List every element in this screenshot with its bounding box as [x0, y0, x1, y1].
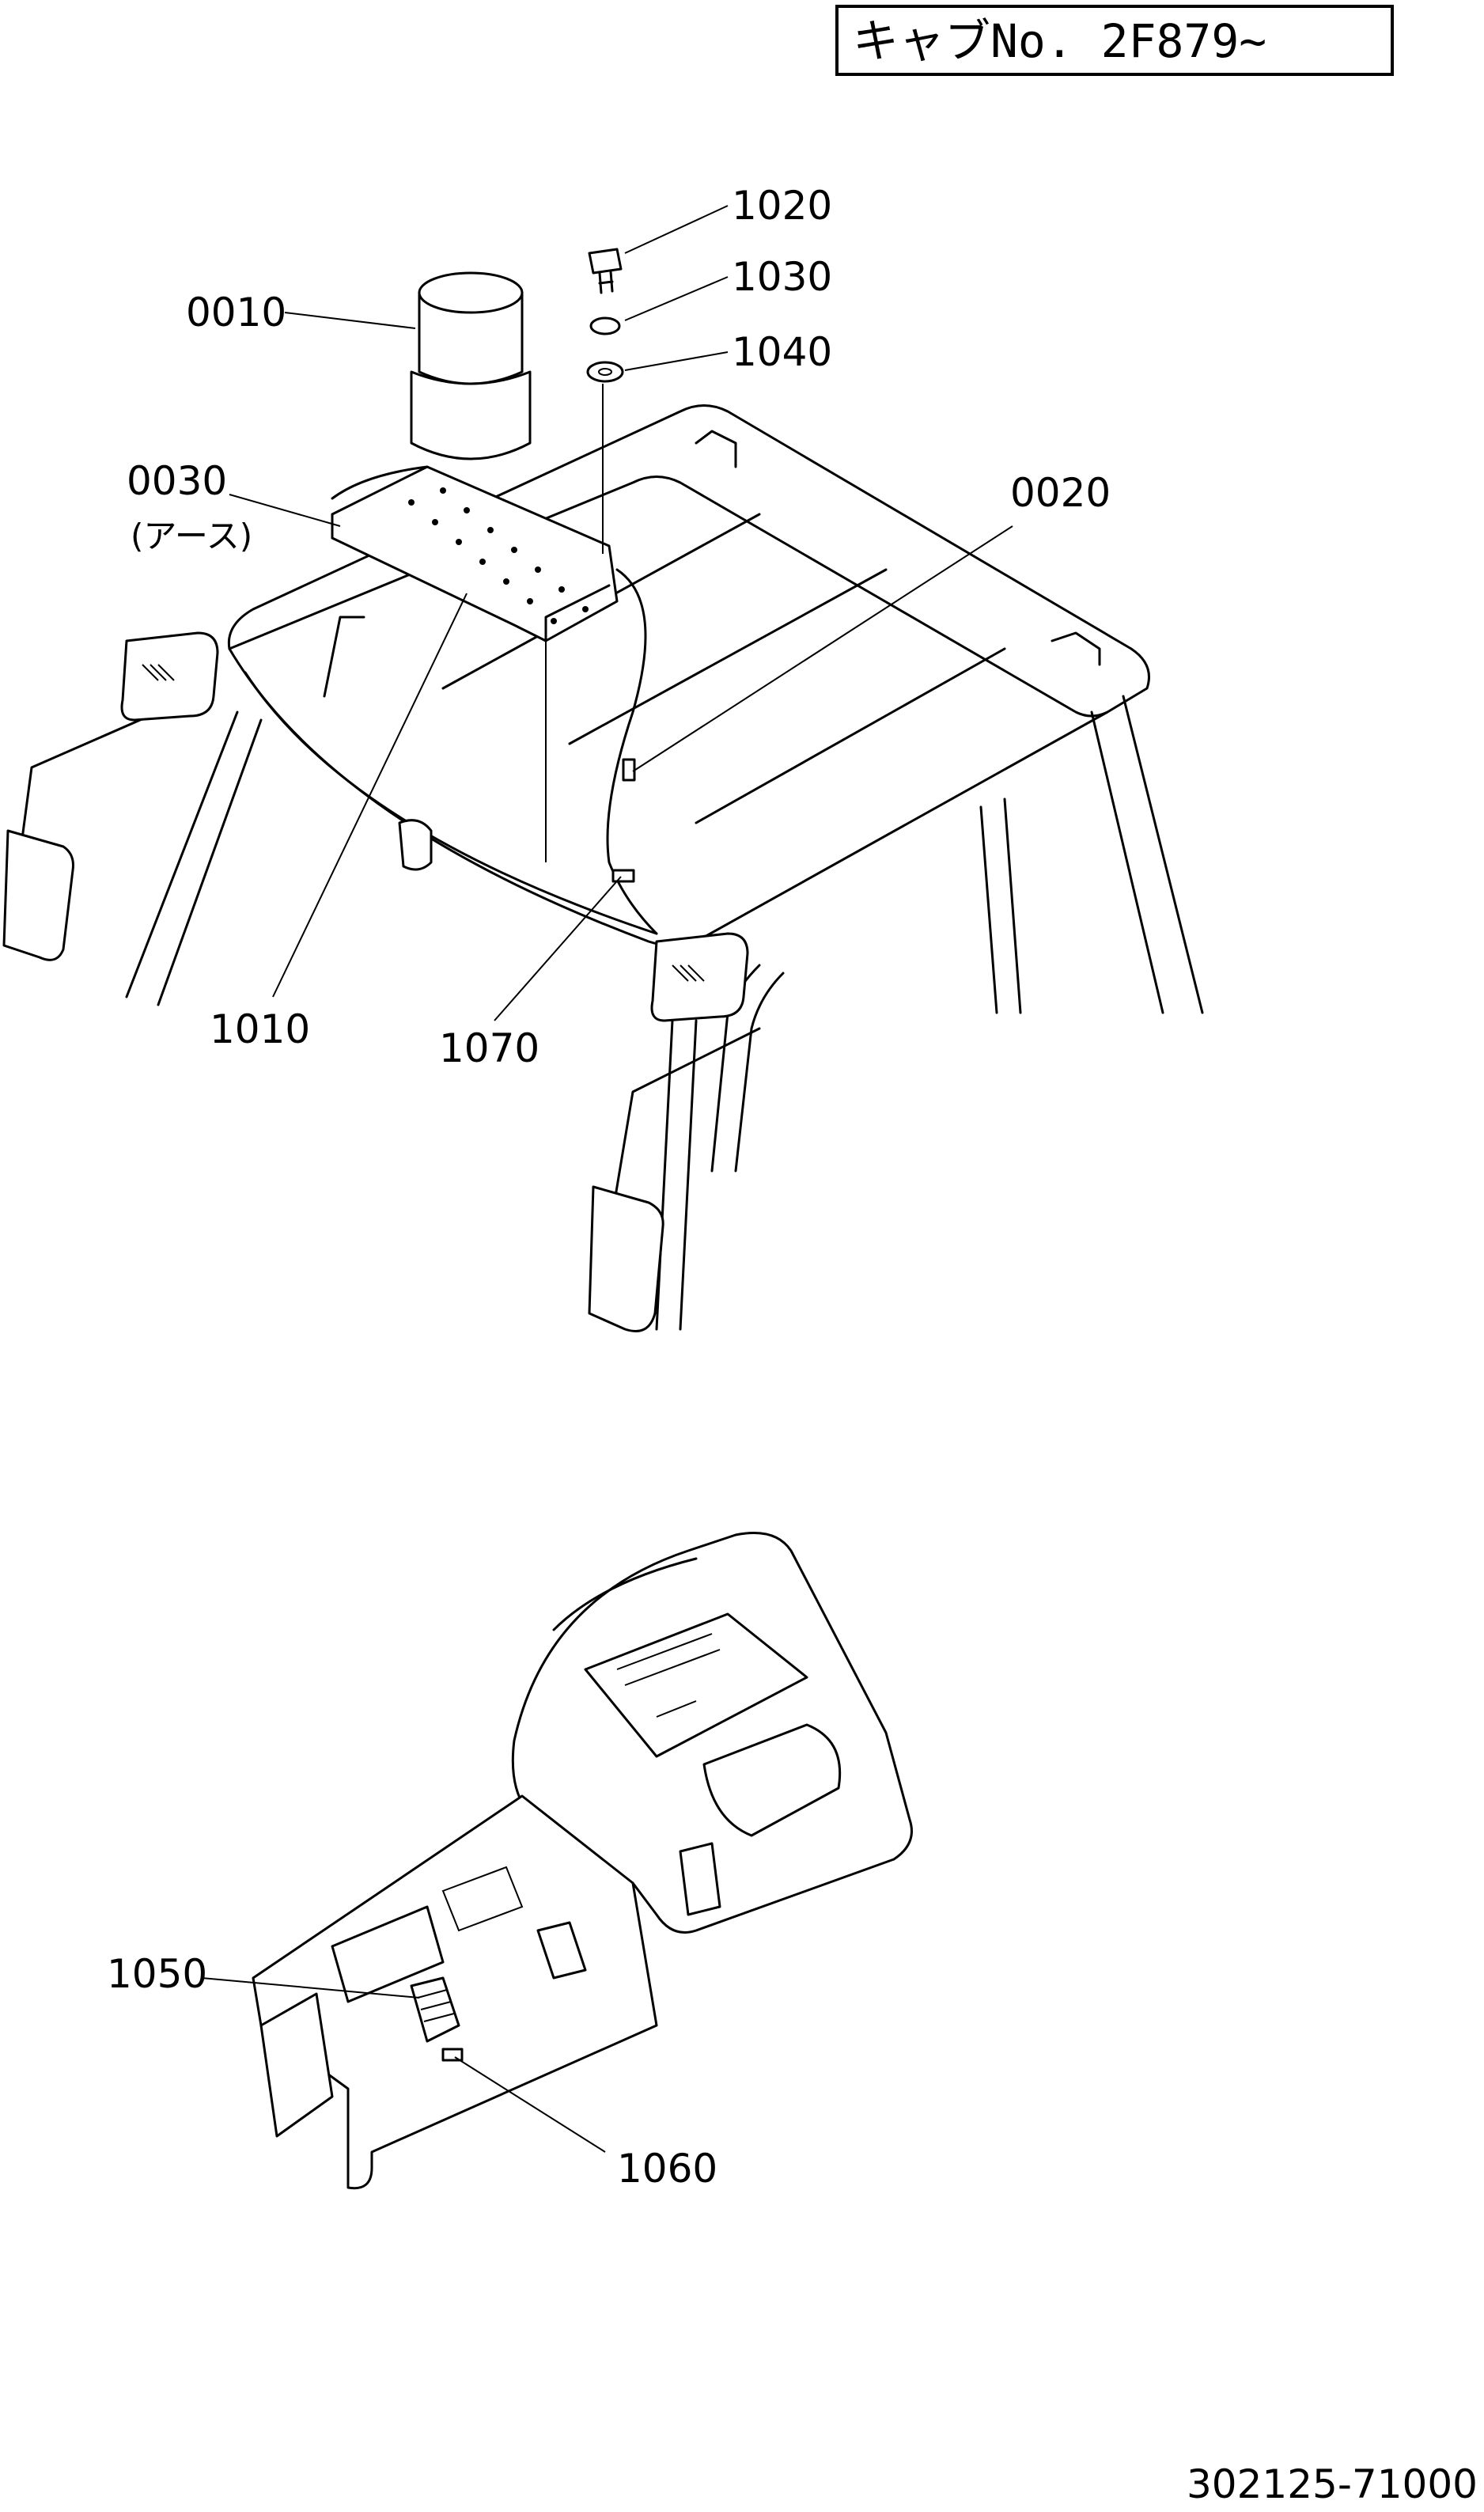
fastener-stack — [545, 248, 624, 862]
drawing-number: 302125-71000 — [1187, 2461, 1478, 2507]
cab-pillar-r-outer — [1122, 695, 1204, 1014]
callout-1060: 1060 — [617, 2146, 717, 2192]
wiper-motor — [398, 819, 433, 871]
beacon-top — [418, 271, 524, 314]
bolt-head — [588, 248, 623, 275]
console-lever-2 — [536, 1921, 587, 1980]
callout-0030-sub: (アース) — [131, 517, 252, 555]
serial-header-text: キャブNo. 2F879~ — [853, 14, 1266, 68]
leader-1070 — [494, 876, 622, 1021]
bracket-flange — [331, 513, 611, 642]
leader-1020 — [624, 205, 729, 254]
side-console-plate — [252, 1794, 658, 2190]
bolt-shank — [598, 270, 614, 294]
callout-0020: 0020 — [1010, 470, 1111, 516]
flat-washer — [586, 361, 624, 383]
dash-switch — [679, 1842, 721, 1916]
leader-1010 — [272, 593, 468, 998]
wiring-harness — [331, 465, 658, 935]
harness-clip — [622, 758, 636, 782]
cab-pillar-fl-inner — [157, 718, 263, 1006]
console-lever-1050 — [410, 1976, 460, 2043]
work-lamp-left-lens — [142, 664, 175, 681]
roof-rib-2 — [568, 568, 888, 745]
lock-washer — [589, 316, 621, 335]
console-keypad — [441, 1866, 524, 1932]
mirror-left-glass — [2, 829, 74, 961]
callout-0010: 0010 — [186, 290, 286, 335]
console-switch-1060 — [441, 2048, 464, 2062]
roof-tab-top — [695, 430, 737, 468]
callout-1040: 1040 — [732, 329, 832, 375]
bracket-plate — [331, 465, 619, 642]
leader-1060 — [454, 2056, 606, 2153]
serial-header: キャブNo. 2F879~ — [835, 5, 1394, 76]
console-display — [331, 1905, 445, 2003]
cab-roof-rim — [244, 671, 658, 935]
roof-tab-left — [323, 616, 365, 698]
flat-washer-hole — [598, 368, 612, 376]
callout-0030: 0030 — [127, 458, 227, 504]
dash-cowl-hood — [552, 1557, 698, 1631]
callout-1010: 1010 — [210, 1006, 310, 1052]
cab-roof-front-edge — [228, 647, 698, 947]
cab-roof-right-edge — [695, 710, 1109, 943]
serial-header-box — [835, 5, 1394, 76]
roof-tab-right — [1051, 631, 1101, 666]
dashboard-assembly — [252, 1532, 913, 2190]
beacon-dome — [418, 291, 524, 385]
leader-1050 — [201, 1977, 420, 1999]
instrument-panel — [584, 1612, 808, 1758]
instrument-gauges — [616, 1633, 721, 1718]
mounting-bracket — [331, 465, 619, 642]
cup-holder — [702, 1723, 842, 1837]
cab-pillar-front-r2 — [734, 972, 785, 1173]
mirror-right-glass — [588, 1185, 664, 1332]
beacon-lamp — [410, 271, 532, 460]
cab-pillar-fl-outer — [125, 710, 239, 998]
leader-0010 — [284, 312, 416, 329]
cab-pillar-r-inner — [1090, 710, 1164, 1014]
callout-1020: 1020 — [732, 183, 832, 229]
bracket-holes — [408, 487, 589, 624]
leader-lines — [201, 205, 1013, 2153]
cab-roof-panel — [227, 404, 1150, 718]
callout-1030: 1030 — [732, 254, 832, 300]
leader-0030 — [229, 494, 341, 527]
console-plate-tab — [259, 1992, 334, 2138]
leader-1030 — [624, 276, 729, 321]
callout-1050: 1050 — [107, 1951, 207, 1997]
leader-0020 — [632, 525, 1013, 772]
console-lever-grip — [417, 1989, 455, 2022]
callout-labels: 0010 0030 (アース) 1020 1030 1040 0020 1010… — [107, 183, 1111, 2192]
roof-rib-3 — [695, 647, 1006, 824]
cab-pillar-front-l2 — [679, 1019, 698, 1331]
cab-pillar-r-mid1 — [979, 805, 998, 1014]
leader-1040 — [624, 351, 729, 371]
work-lamp-right-lens — [672, 964, 705, 982]
harness-connector — [611, 869, 635, 883]
callout-1070: 1070 — [439, 1025, 539, 1071]
cab-pillar-r-mid2 — [1003, 798, 1022, 1014]
